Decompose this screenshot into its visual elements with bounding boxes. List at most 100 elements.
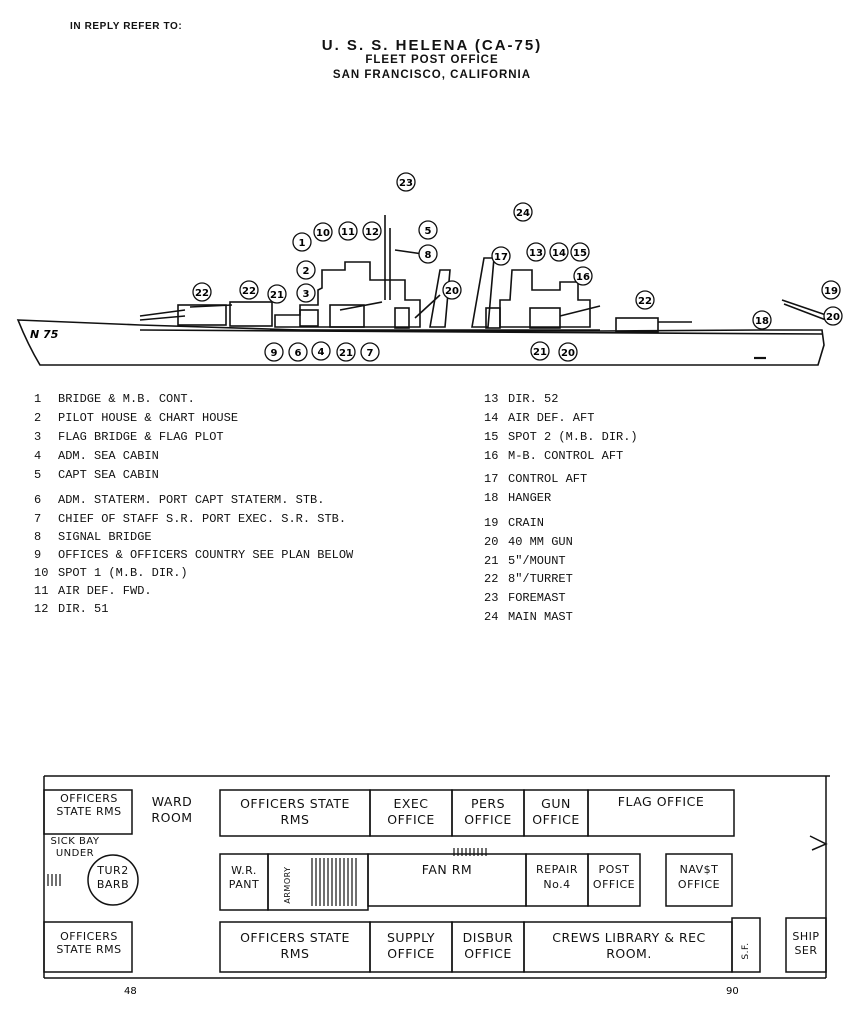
legend-item: 17 CONTROL AFT xyxy=(484,472,587,486)
legend-item: 1 BRIDGE & M.B. CONT. xyxy=(34,392,195,406)
callout-label: 20 xyxy=(561,348,575,359)
room-tur2-barb: TUR2 BARB xyxy=(96,864,130,891)
legend-text: SPOT 1 (M.B. DIR.) xyxy=(58,566,188,580)
legend-text: BRIDGE & M.B. CONT. xyxy=(58,392,195,406)
callout-circle xyxy=(336,342,356,362)
callout-label: 23 xyxy=(399,178,413,189)
legend-text: SIGNAL BRIDGE xyxy=(58,530,152,544)
legend-text: ADM. STATERM. PORT CAPT STATERM. STB. xyxy=(58,493,325,507)
callout-label: 21 xyxy=(270,290,284,301)
callout-circle xyxy=(362,221,382,241)
frame-90-label: 90 xyxy=(726,986,739,997)
legend-text: 8"/TURRET xyxy=(508,572,573,586)
callout-circle xyxy=(570,242,590,262)
callout-circle xyxy=(338,221,358,241)
room-post-office: POST OFFICE xyxy=(592,863,636,891)
legend-text: 5"/MOUNT xyxy=(508,554,566,568)
callout-label: 5 xyxy=(425,226,432,237)
callout-circle xyxy=(526,242,546,262)
hull-number: N 75 xyxy=(30,328,59,341)
room-supply-office: SUPPLY OFFICE xyxy=(386,930,436,961)
room-officers-state-rms-fwd-top: OFFICERS STATE RMS xyxy=(56,792,122,818)
callout-circle xyxy=(311,341,331,361)
legend-text: OFFICES & OFFICERS COUNTRY SEE PLAN BELO… xyxy=(58,548,354,562)
callout-label: 2 xyxy=(303,266,310,277)
legend-text: CONTROL AFT xyxy=(508,472,588,486)
legend-number: 5 xyxy=(34,468,42,482)
legend-text: FOREMAST xyxy=(508,591,566,605)
callout-circle xyxy=(296,283,316,303)
legend-text: FLAG BRIDGE & FLAG PLOT xyxy=(58,430,224,444)
frame-48-label: 48 xyxy=(124,986,137,997)
callout-label: 8 xyxy=(425,250,432,261)
room-fan-rm: FAN RM xyxy=(421,862,473,877)
legend-number: 3 xyxy=(34,430,42,444)
legend-number: 17 xyxy=(484,472,499,486)
legend-text: M-B. CONTROL AFT xyxy=(508,449,624,463)
callout-label: 4 xyxy=(318,347,325,358)
callout-circle xyxy=(530,341,550,361)
callout-circle xyxy=(288,342,308,362)
legend-number: 1 xyxy=(34,392,42,406)
room-flag-office: FLAG OFFICE xyxy=(617,794,705,809)
callout-label: 7 xyxy=(367,348,374,359)
callout-circle xyxy=(823,306,843,326)
legend-number: 10 xyxy=(34,566,49,580)
room-crews-library: CREWS LIBRARY & REC ROOM. xyxy=(552,930,706,961)
legend-text: AIR DEF. FWD. xyxy=(58,584,152,598)
callout-label: 20 xyxy=(445,286,459,297)
legend-number: 11 xyxy=(34,584,49,598)
legend-text: 40 MM GUN xyxy=(508,535,573,549)
callout-label: 24 xyxy=(516,208,530,219)
legend-item: 22 8"/TURRET xyxy=(484,572,573,586)
turret-aft xyxy=(615,317,659,333)
legend-number: 13 xyxy=(484,392,499,406)
legend-number: 4 xyxy=(34,449,42,463)
legend-text: PILOT HOUSE & CHART HOUSE xyxy=(58,411,239,425)
room-officers-state-rms-fwd-bottom: OFFICERS STATE RMS xyxy=(56,930,122,956)
legend-item: 2 PILOT HOUSE & CHART HOUSE xyxy=(34,411,238,425)
legend-number: 23 xyxy=(484,591,499,605)
callout-label: 21 xyxy=(533,347,547,358)
callout-label: 18 xyxy=(755,316,769,327)
city-line: SAN FRANCISCO, CALIFORNIA xyxy=(332,69,532,81)
legend-number: 24 xyxy=(484,610,499,624)
legend-number: 7 xyxy=(34,512,42,526)
hull-outline xyxy=(16,319,825,366)
callout-circle xyxy=(313,222,333,242)
legend-item: 11 AIR DEF. FWD. xyxy=(34,584,152,598)
callout-circle xyxy=(239,280,259,300)
callout-circle xyxy=(752,310,772,330)
room-armory: ARMORY xyxy=(283,866,292,904)
legend-number: 2 xyxy=(34,411,42,425)
callout-label: 20 xyxy=(826,312,840,323)
room-exec-office: EXEC OFFICE xyxy=(387,796,435,827)
callout-circle xyxy=(292,232,312,252)
legend-text: CRAIN xyxy=(508,516,545,530)
callout-label: 22 xyxy=(242,286,256,297)
room-navst-office: NAV$T OFFICE xyxy=(677,863,721,891)
legend-number: 15 xyxy=(484,430,499,444)
legend-number: 22 xyxy=(484,572,499,586)
callout-label: 1 xyxy=(299,238,306,249)
callout-circle xyxy=(360,342,380,362)
callout-label: 14 xyxy=(552,248,566,259)
legend-number: 18 xyxy=(484,491,499,505)
callout-circle xyxy=(573,266,593,286)
callout-label: 19 xyxy=(824,286,838,297)
callout-circle xyxy=(296,260,316,280)
callout-circle xyxy=(821,280,841,300)
callout-circle xyxy=(418,220,438,240)
